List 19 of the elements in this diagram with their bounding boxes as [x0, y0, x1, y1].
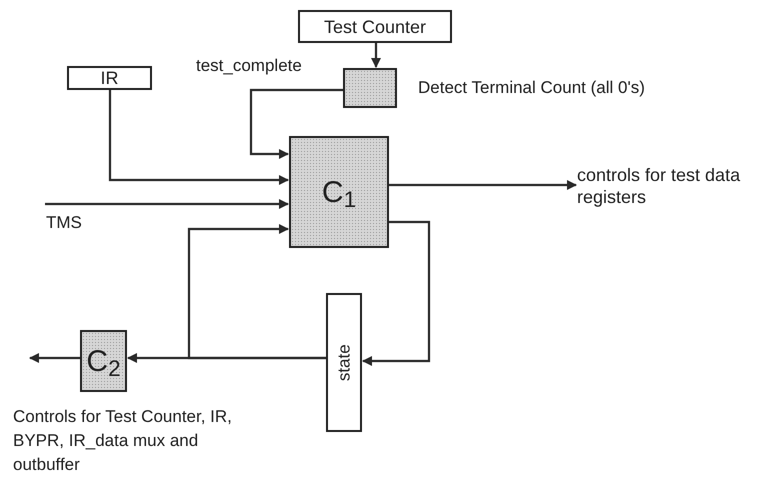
annotation: Detect Terminal Count (all 0's)	[418, 79, 645, 96]
arrow	[108, 90, 289, 185]
signal-label: test_complete	[196, 57, 302, 74]
arrow	[362, 220, 430, 366]
arrow	[45, 199, 289, 209]
arrow	[371, 43, 381, 68]
logic-block: C$_{2}$	[80, 330, 127, 392]
register-box: IR	[67, 66, 152, 90]
signal-label: TMS	[46, 214, 82, 231]
arrow	[389, 180, 577, 190]
register-box: state	[326, 293, 362, 432]
register-box: Test Counter	[298, 10, 452, 43]
arrow	[250, 88, 343, 159]
arrow	[29, 353, 80, 363]
arrow	[188, 224, 326, 360]
logic-block	[343, 68, 397, 108]
note: Controls for Test Counter, IR, BYPR, IR_data mux and outbuffer	[13, 406, 233, 476]
logic-block: C$_{1}$	[289, 136, 389, 248]
output-label: controls for test data registers	[577, 163, 777, 209]
